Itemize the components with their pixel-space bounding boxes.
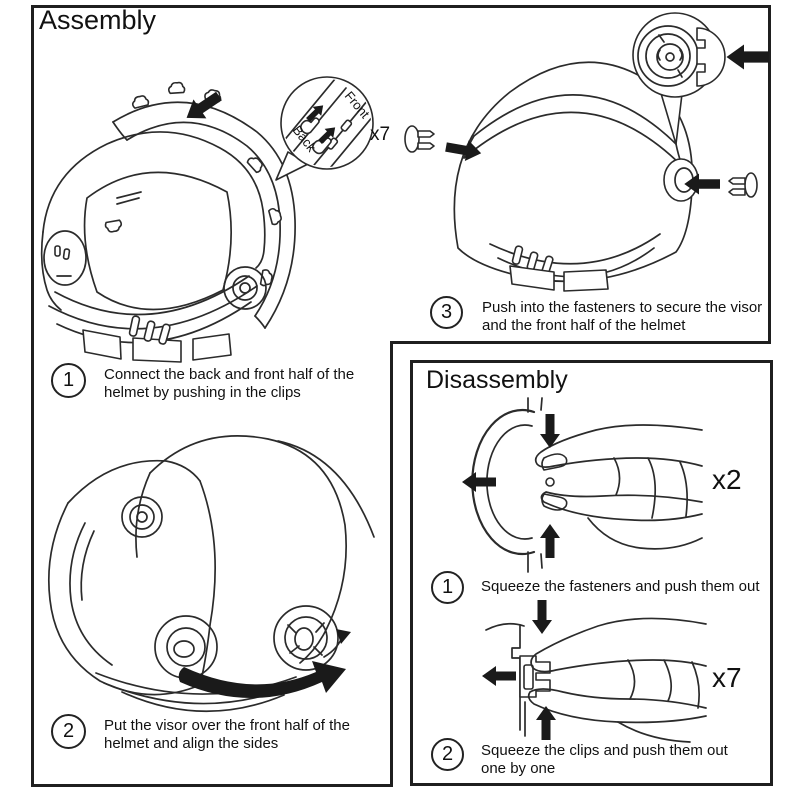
visor (47, 459, 216, 696)
assembly-step1-illustration (40, 81, 296, 363)
disassembly-step1-number: 1 (431, 571, 464, 604)
disassembly-step2-text: Squeeze the clips and push them out one … (481, 742, 728, 778)
push-out-arrow-icon (462, 472, 496, 492)
assembly-step1-text: Connect the back and front half of the h… (104, 366, 355, 402)
fastener-pin-left (404, 125, 435, 153)
rotate-arrow-icon (178, 661, 346, 698)
squeeze-arrow-up-icon (540, 524, 560, 558)
clip-tab-icon (167, 81, 186, 95)
assembly-step3-illustration (404, 12, 769, 292)
disassembly-title: Disassembly (426, 366, 568, 394)
small-arrow-icon (336, 629, 351, 644)
fastener-plug (696, 27, 726, 87)
clip-count-label: x7 (370, 124, 391, 145)
hand (534, 424, 703, 550)
helmet-back-half (135, 435, 375, 664)
clip-detail-magnifier: Front Back (275, 76, 374, 181)
clip-tab-icon (104, 219, 124, 234)
helmet-front-view (453, 61, 699, 292)
visor-pivot-upper (121, 496, 163, 538)
squeeze-arrow-down-icon (532, 600, 552, 634)
clip (519, 655, 551, 698)
push-arrow-icon (444, 136, 483, 164)
fastener-detail-magnifier (632, 12, 769, 145)
disassembly-step1-illustration (462, 397, 703, 573)
push-arrow-icon (726, 44, 769, 70)
push-out-arrow-icon (482, 666, 516, 686)
disassembly-step2-illustration (482, 600, 707, 743)
assembly-step2-number: 2 (51, 714, 86, 749)
disassembly-step2-number: 2 (431, 738, 464, 771)
assembly-frame (31, 5, 771, 787)
clip-count-label-disassembly: x7 (712, 662, 742, 693)
fastener-pin-right (728, 172, 758, 198)
fastener (541, 453, 568, 511)
assembly-step2-text: Put the visor over the front half of the… (104, 717, 350, 753)
clip-tab-icon (245, 153, 266, 174)
disassembly-step1-text: Squeeze the fasteners and push them out (481, 578, 760, 595)
hand (527, 617, 707, 743)
helmet-socket (273, 605, 339, 671)
assembly-step3-text: Push into the fasteners to secure the vi… (482, 299, 763, 335)
assembly-title: Assembly (39, 5, 157, 35)
assembly-step3-number: 3 (430, 296, 463, 329)
assembly-step1-number: 1 (51, 363, 86, 398)
helmet-front-half (40, 131, 267, 363)
fastener-count-label: x2 (712, 464, 742, 495)
assembly-step2-illustration (47, 435, 375, 713)
helmet-back-shell (112, 81, 296, 329)
